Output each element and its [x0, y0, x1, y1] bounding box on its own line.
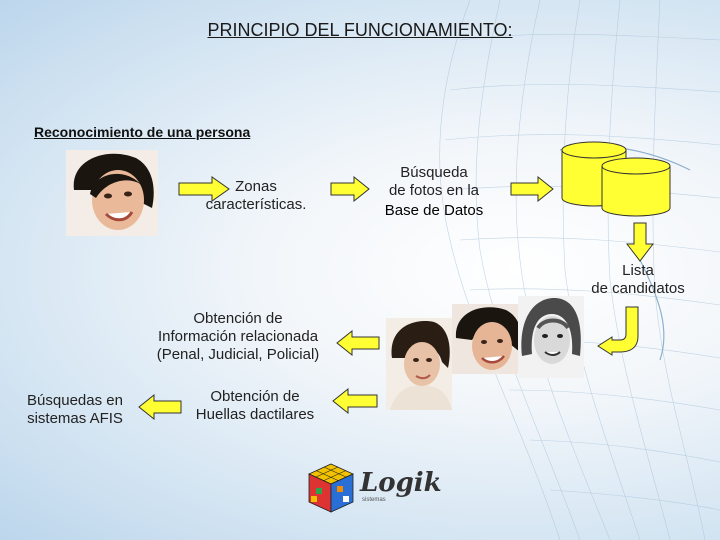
- candidate-photo: [386, 318, 452, 410]
- candidate-photo: [452, 304, 524, 374]
- database-icon: [561, 141, 671, 217]
- zonas-label: Zonas características.: [205, 178, 307, 213]
- arrow-left-icon: [332, 388, 378, 414]
- logo-subtext: sistemas: [362, 497, 386, 503]
- obtencion-info-label: Obtención de Información relacionada (Pe…: [156, 310, 320, 363]
- page-title: PRINCIPIO DEL FUNCIONAMIENTO:: [207, 20, 513, 40]
- arrow-left-icon: [138, 394, 182, 420]
- busquedas-afis-label: Búsquedas en sistemas AFIS: [27, 392, 123, 427]
- obtencion-huellas-label: Obtención de Huellas dactilares: [195, 388, 315, 423]
- person-photo: [66, 150, 158, 236]
- curved-arrow-icon: [597, 306, 639, 356]
- section-subtitle: Reconocimiento de una persona: [34, 124, 251, 140]
- base-datos-label: Base de Datos: [384, 202, 484, 219]
- candidate-photo: [518, 296, 584, 378]
- arrow-right-icon: [330, 176, 370, 202]
- arrow-right-icon: [510, 176, 554, 202]
- rubiks-cube-logo-icon: [308, 463, 354, 513]
- arrow-left-icon: [336, 330, 380, 356]
- busqueda-label: Búsqueda de fotos en la: [388, 164, 480, 199]
- arrow-right-icon: [178, 176, 230, 202]
- lista-candidatos-label: Lista de candidatos: [591, 262, 685, 297]
- logo-text: Logik: [360, 468, 442, 498]
- arrow-down-icon: [626, 222, 654, 262]
